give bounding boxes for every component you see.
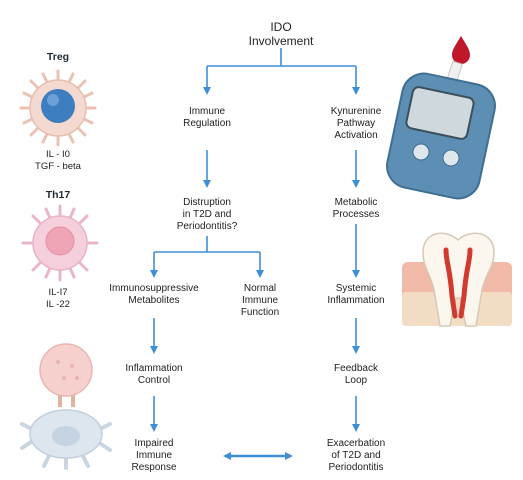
treg-cytokines: IL - I0 TGF - beta: [35, 149, 81, 172]
node-feedback: Feedback Loop: [334, 363, 378, 386]
th17-cytokines: IL-I7 IL -22: [46, 287, 70, 310]
node-distruption: Distruption in T2D and Periodontitis?: [176, 197, 238, 232]
node-metabolic: Metabolic Processes: [332, 197, 380, 220]
node-impaired-response: Impaired Immune Response: [131, 438, 177, 473]
connector-root: [207, 48, 356, 67]
node-exacerbation: Exacerbation of T2D and Periodontitis: [326, 438, 386, 473]
node-inflammation-control: Inflammation Control: [125, 363, 183, 386]
treg-title: Treg: [46, 51, 70, 63]
node-systemic: Systemic Inflammation: [327, 283, 385, 306]
connector-split: [154, 236, 260, 253]
node-immunosuppressive: Immunosuppressive Metabolites: [109, 283, 199, 306]
node-immune-regulation: Immune Regulation: [183, 106, 231, 129]
th17-title: Th17: [45, 189, 71, 201]
node-normal-function: Normal Immune Function: [240, 283, 280, 318]
root-node: IDO Involvement: [248, 20, 314, 48]
node-kynurenine: Kynurenine Pathway Activation: [330, 106, 382, 141]
